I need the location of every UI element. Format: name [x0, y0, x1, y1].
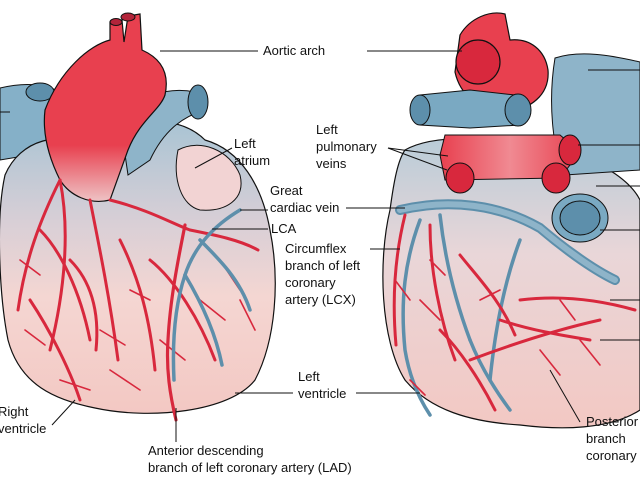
- pulm-vein-bottom-right: [541, 162, 571, 194]
- leader-pulm-veins-b: [387, 147, 449, 157]
- posterior-arteries: [392, 213, 637, 412]
- labels: Aortic arch Left atrium Left pulmonary v…: [0, 43, 640, 475]
- label-left-ventricle: Left ventricle: [298, 369, 346, 401]
- label-lca: LCA: [271, 221, 297, 236]
- pulm-vein-bottom-left: [445, 162, 475, 194]
- coronary-sinus-highlight: [397, 201, 618, 283]
- rpa-opening-left: [409, 94, 431, 126]
- posterior-heart-body: [382, 137, 640, 429]
- leader-right-ventricle: [51, 399, 76, 426]
- label-aortic-arch: Aortic arch: [263, 43, 325, 58]
- anterior-veins: [171, 208, 252, 382]
- aortic-branch-top: [120, 12, 136, 22]
- aortic-arch-opening: [455, 39, 501, 85]
- label-left-pulmonary-veins: Left pulmonary veins: [316, 122, 380, 171]
- label-left-atrium: Left atrium: [234, 136, 270, 168]
- ivc-opening: [559, 200, 601, 236]
- label-circumflex: Circumflex branch of left coronary arter…: [285, 241, 364, 307]
- aortic-branch-mid: [109, 18, 123, 26]
- label-posterior-branch: Posterior branch coronary: [586, 414, 640, 463]
- label-right-ventricle: Right ventricle: [0, 404, 46, 436]
- label-great-cardiac-vein: Great cardiac vein: [270, 183, 339, 215]
- left-atrium-shape: [175, 144, 242, 211]
- leader-lines: [0, 50, 640, 442]
- anterior-heart: [0, 12, 276, 422]
- label-lad: Anterior descending branch of left coron…: [148, 443, 352, 475]
- lad-artery: [165, 223, 187, 422]
- leader-posterior-branch: [549, 369, 581, 423]
- pulmonary-trunk-opening: [187, 84, 209, 120]
- pulm-vein-top-right: [558, 134, 582, 166]
- leader-left-atrium: [194, 147, 233, 169]
- rpa-opening-right: [504, 93, 532, 127]
- posterior-arteries-fine: [394, 259, 601, 396]
- leader-pulm-veins-a: [387, 147, 448, 171]
- posterior-heart: [382, 12, 640, 429]
